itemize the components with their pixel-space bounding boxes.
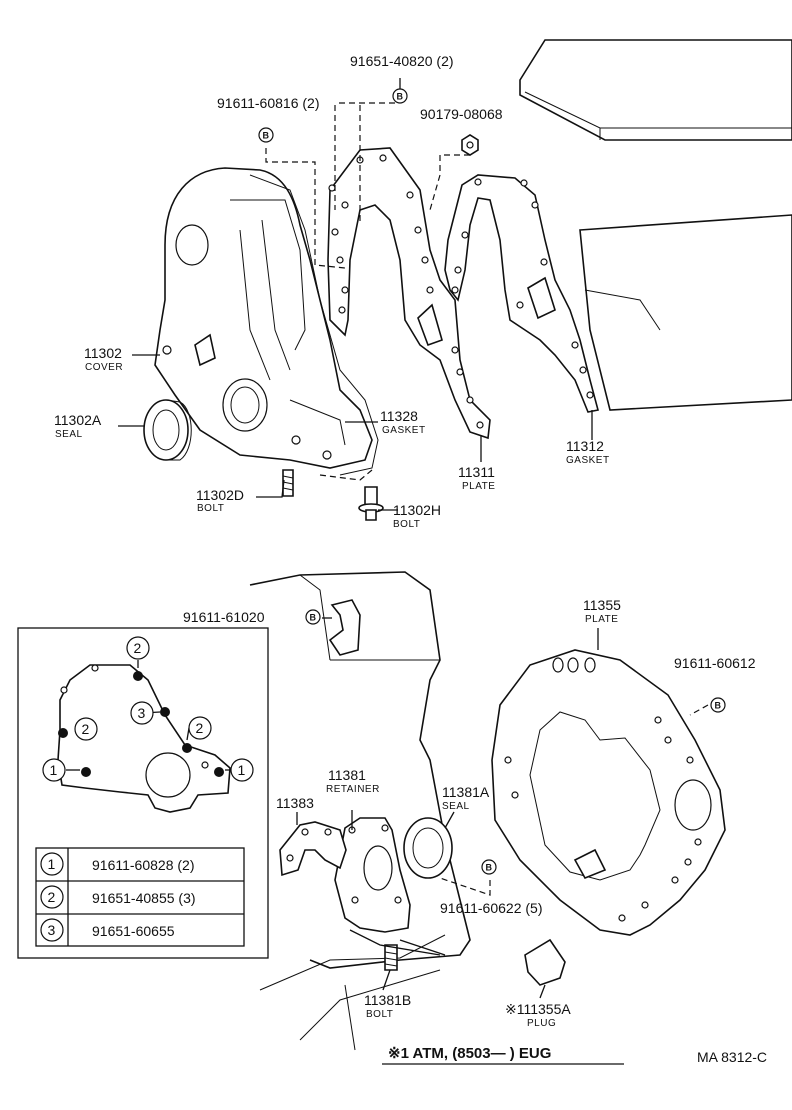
svg-text:3: 3: [138, 705, 146, 721]
part-label-11381A: 11381A: [442, 784, 490, 800]
part-label-11355: 11355: [583, 597, 621, 613]
plug-part: [524, 938, 566, 986]
b-marker-icon: B: [305, 609, 321, 625]
footnote-atm: ※1 ATM, (8503— ) EUG: [388, 1045, 551, 1062]
part-label-11302H: 11302H: [393, 502, 441, 518]
b-marker-icon: B: [481, 859, 497, 875]
legend-row: 1 91611-60828 (2): [40, 852, 194, 876]
callout-1-icon: 1: [42, 758, 66, 782]
timing-cover-part: [154, 167, 373, 469]
inset-frame: [17, 627, 269, 959]
part-name-11312: GASKET: [566, 455, 610, 466]
part-label-91611-60816: 91611-60816 (2): [217, 95, 319, 111]
washer-bolt-part: [358, 486, 384, 521]
inset-cover-outline: [57, 664, 231, 813]
timing-plate-part: [327, 147, 491, 440]
svg-text:2: 2: [82, 721, 90, 737]
svg-text:2: 2: [134, 640, 142, 656]
part-label-11381B: 11381B: [364, 992, 411, 1008]
part-label-91611-60622: 91611-60622 (5): [440, 900, 542, 916]
b-marker-icon: B: [392, 88, 408, 104]
engine-block-drawing: [249, 571, 471, 1051]
svg-text:1: 1: [50, 762, 58, 778]
rear-seal-part: [403, 817, 453, 879]
top-dashed-leaders: [265, 102, 470, 481]
callout-1-icon: 1: [230, 758, 254, 782]
b-marker-icon: B: [258, 127, 274, 143]
part-label-91611-61020: 91611-61020: [183, 609, 265, 625]
callout-2-icon: 2: [126, 636, 150, 660]
part-name-11381: RETAINER: [326, 784, 380, 795]
part-label-11381: 11381: [328, 767, 366, 783]
front-seal-part: [143, 399, 192, 461]
part-label-11302A: 11302A: [54, 412, 102, 428]
engine-head-drawing: [519, 39, 792, 411]
svg-text:2: 2: [196, 720, 204, 736]
part-name-11311: PLATE: [462, 481, 495, 492]
part-label-11311: 11311: [458, 464, 495, 480]
svg-text:B: B: [310, 613, 317, 623]
part-name-11302: COVER: [85, 362, 123, 373]
part-name-11302D: BOLT: [197, 503, 224, 514]
drawing-code: MA 8312-C: [697, 1049, 767, 1065]
timing-plate-gasket-part: [444, 174, 599, 413]
legend-part-number: 91651-40855 (3): [92, 890, 196, 906]
part-label-11302D: 11302D: [196, 487, 244, 503]
part-name-11355: PLATE: [585, 614, 618, 625]
part-name-11381A: SEAL: [442, 801, 470, 812]
part-label-11328: 11328: [380, 408, 418, 424]
nut-part: [461, 134, 479, 156]
legend-num: 3: [48, 922, 56, 938]
part-label-91611-60612: 91611-60612: [674, 655, 756, 671]
bottom-leader-lines: [296, 617, 709, 999]
part-label-11355A: ※111355A: [505, 1001, 571, 1017]
legend-num: 1: [48, 856, 56, 872]
callout-2-icon: 2: [188, 716, 212, 740]
part-name-11355A: PLUG: [527, 1018, 556, 1029]
engine-bracket-part: [328, 599, 361, 656]
svg-text:B: B: [486, 863, 493, 873]
retainer-bolt-part: [384, 944, 398, 971]
legend-row: 2 91651-40855 (3): [40, 885, 196, 909]
part-name-11381B: BOLT: [366, 1009, 393, 1020]
callout-2-icon: 2: [74, 717, 98, 741]
b-marker-icon: B: [710, 697, 726, 713]
part-label-11383: 11383: [276, 795, 314, 811]
end-plate-part: [491, 649, 726, 936]
svg-text:B: B: [397, 92, 404, 102]
retainer-part: [334, 817, 411, 933]
part-label-11312: 11312: [566, 438, 604, 454]
part-name-11328: GASKET: [382, 425, 426, 436]
part-label-91651-40820: 91651-40820 (2): [350, 53, 454, 69]
callout-3-icon: 3: [130, 701, 154, 725]
part-name-11302A: SEAL: [55, 429, 83, 440]
legend-row: 3 91651-60655: [40, 918, 175, 942]
top-leader-lines: [118, 78, 593, 511]
cover-bolt-part: [282, 469, 294, 497]
part-name-11302H: BOLT: [393, 519, 420, 530]
legend-part-number: 91651-60655: [92, 923, 175, 939]
legend-part-number: 91611-60828 (2): [92, 857, 194, 873]
cover-gasket-part: [249, 174, 379, 476]
part-label-11302: 11302: [84, 345, 122, 361]
retainer-gasket-part: [279, 821, 347, 877]
legend-table-frame: [35, 847, 245, 947]
svg-text:B: B: [715, 701, 722, 711]
part-label-90179-08068: 90179-08068: [420, 106, 503, 122]
legend-num: 2: [48, 889, 56, 905]
svg-text:B: B: [263, 131, 270, 141]
svg-text:1: 1: [238, 762, 246, 778]
